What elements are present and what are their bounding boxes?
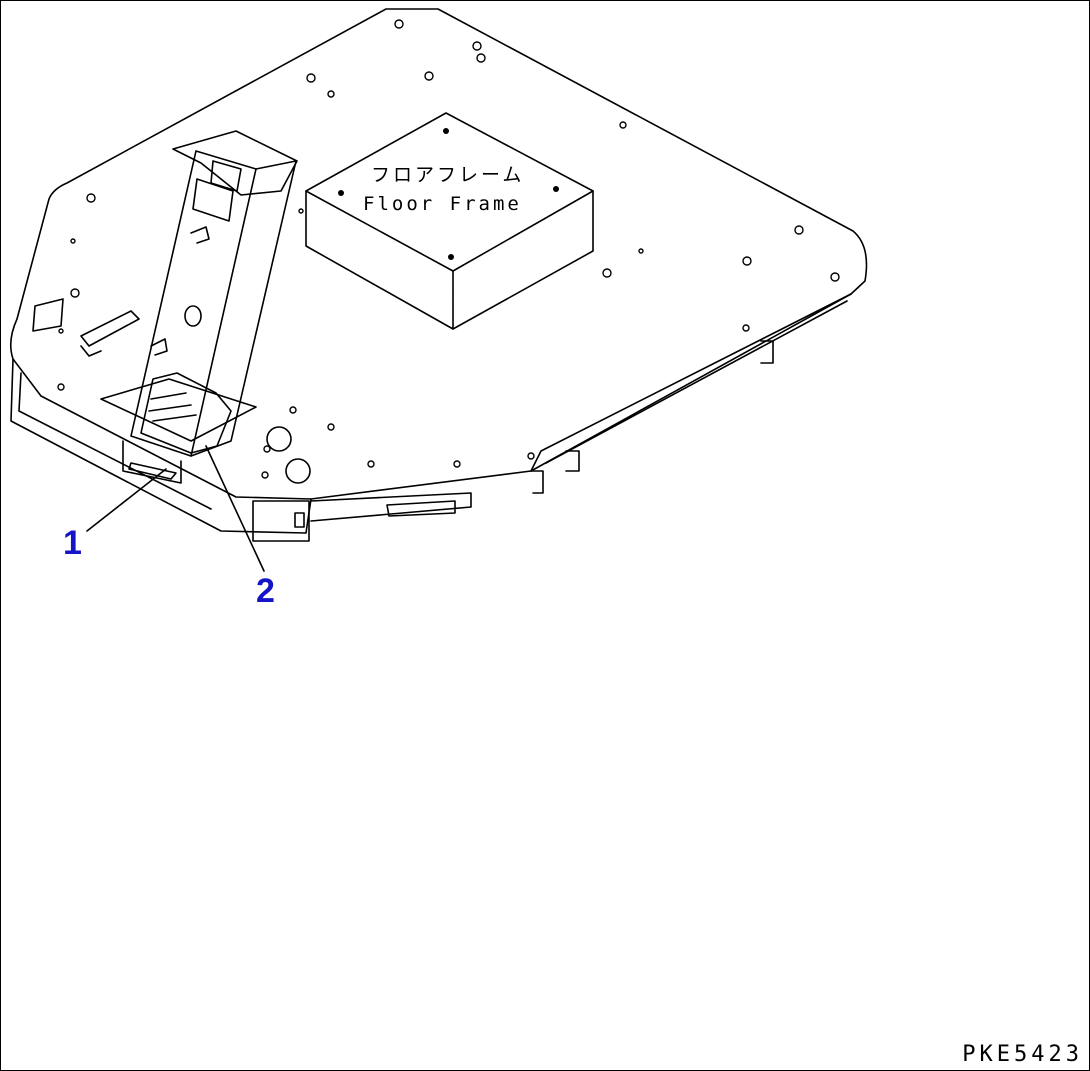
floor-frame-box-top	[305, 112, 594, 272]
column-base	[140, 372, 232, 454]
floor-frame-english-label: Floor Frame	[363, 193, 522, 215]
callout-2[interactable]: 2	[256, 572, 275, 610]
front-block	[252, 500, 310, 542]
column-window	[192, 178, 234, 222]
floor-plate-front-edge	[10, 358, 312, 534]
column-clip-1	[190, 226, 210, 244]
column-side-face	[190, 160, 297, 457]
column-base-detail	[148, 392, 197, 422]
floor-frame-box-sides	[305, 190, 594, 330]
front-block-side	[122, 440, 182, 484]
plate-cutout-square	[32, 298, 64, 332]
leader-line-1	[86, 468, 167, 532]
rail-bracket-3	[530, 470, 544, 494]
plate-large-hole-1	[266, 426, 292, 452]
floor-frame-box-bolts	[338, 128, 559, 260]
column-top-bracket	[172, 130, 298, 196]
plate-large-hole-2	[285, 458, 311, 484]
leader-line-2	[205, 445, 265, 572]
column-base-plate	[100, 378, 257, 442]
drawing-id: PKE5423	[962, 1042, 1083, 1067]
callout-1[interactable]: 1	[63, 524, 82, 562]
column-hole	[184, 305, 202, 327]
plate-cutout-slot	[80, 310, 140, 357]
front-rail	[310, 492, 472, 522]
floor-frame-japanese-label: フロアフレーム	[371, 164, 525, 186]
side-rail	[530, 293, 852, 472]
column-clip-2	[150, 338, 168, 356]
floor-plate-outline	[9, 8, 868, 500]
rail-bracket-2	[565, 450, 580, 472]
rail-bracket-1	[760, 340, 774, 364]
column-top-bracket-hole	[210, 160, 242, 192]
front-slot	[128, 462, 177, 480]
plate-bolt-holes	[57, 19, 840, 479]
